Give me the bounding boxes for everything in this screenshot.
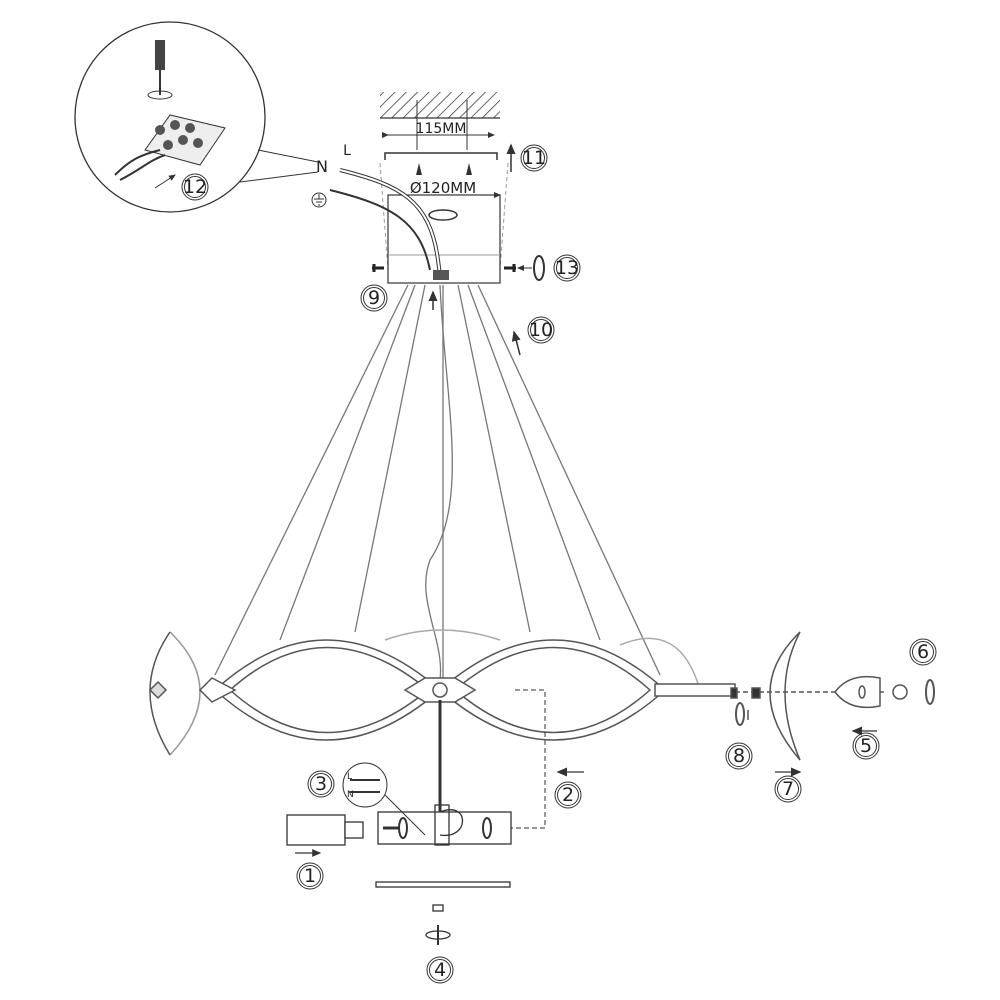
bottom-bracket: [286, 804, 512, 945]
ring-frame: [148, 629, 736, 756]
svg-text:L: L: [347, 772, 352, 782]
step-3: 3: [307, 770, 335, 798]
dimension-width-label: 115MM: [416, 121, 467, 137]
ceiling-hatch: [380, 92, 500, 118]
svg-text:9: 9: [368, 287, 380, 309]
svg-text:N: N: [347, 790, 354, 800]
svg-text:7: 7: [782, 778, 794, 800]
canopy: [387, 194, 501, 284]
step-11: 11: [520, 144, 548, 172]
step-6: 6: [909, 638, 937, 666]
wire-label-live: L: [343, 143, 351, 159]
shade-parts: [556, 631, 935, 777]
step-9: 9: [360, 284, 388, 312]
svg-text:4: 4: [434, 959, 446, 981]
svg-text:13: 13: [555, 257, 579, 279]
step-2: 2: [554, 781, 582, 809]
ground-icon: [311, 192, 327, 208]
step-10: 10: [527, 316, 555, 344]
step-13: 13: [553, 254, 581, 282]
step-4: 4: [426, 956, 454, 984]
svg-text:8: 8: [733, 745, 745, 767]
step-8: 8: [725, 742, 753, 770]
step-12: 12: [181, 173, 209, 201]
svg-text:2: 2: [562, 784, 574, 806]
step-5: 5: [852, 732, 880, 760]
step-markers: 1 2 3 4 5 6 7 8 9 10 11 12 13: [181, 144, 937, 984]
step-1: 1: [296, 862, 324, 890]
svg-text:11: 11: [522, 147, 546, 169]
wire-connector-inset: L N: [342, 762, 426, 836]
dimension-diameter-label: Ø120MM: [410, 179, 476, 197]
svg-text:1: 1: [304, 865, 316, 887]
dimension-115mm: 115MM: [382, 121, 495, 138]
svg-text:3: 3: [315, 773, 327, 795]
svg-text:12: 12: [183, 176, 207, 198]
svg-text:6: 6: [917, 641, 929, 663]
svg-text:10: 10: [529, 319, 553, 341]
step-7: 7: [774, 775, 802, 803]
wire-label-neutral: N: [316, 157, 328, 176]
terminal-block-inset: [74, 21, 319, 213]
suspension-cables: [214, 284, 661, 681]
svg-text:5: 5: [860, 735, 872, 757]
